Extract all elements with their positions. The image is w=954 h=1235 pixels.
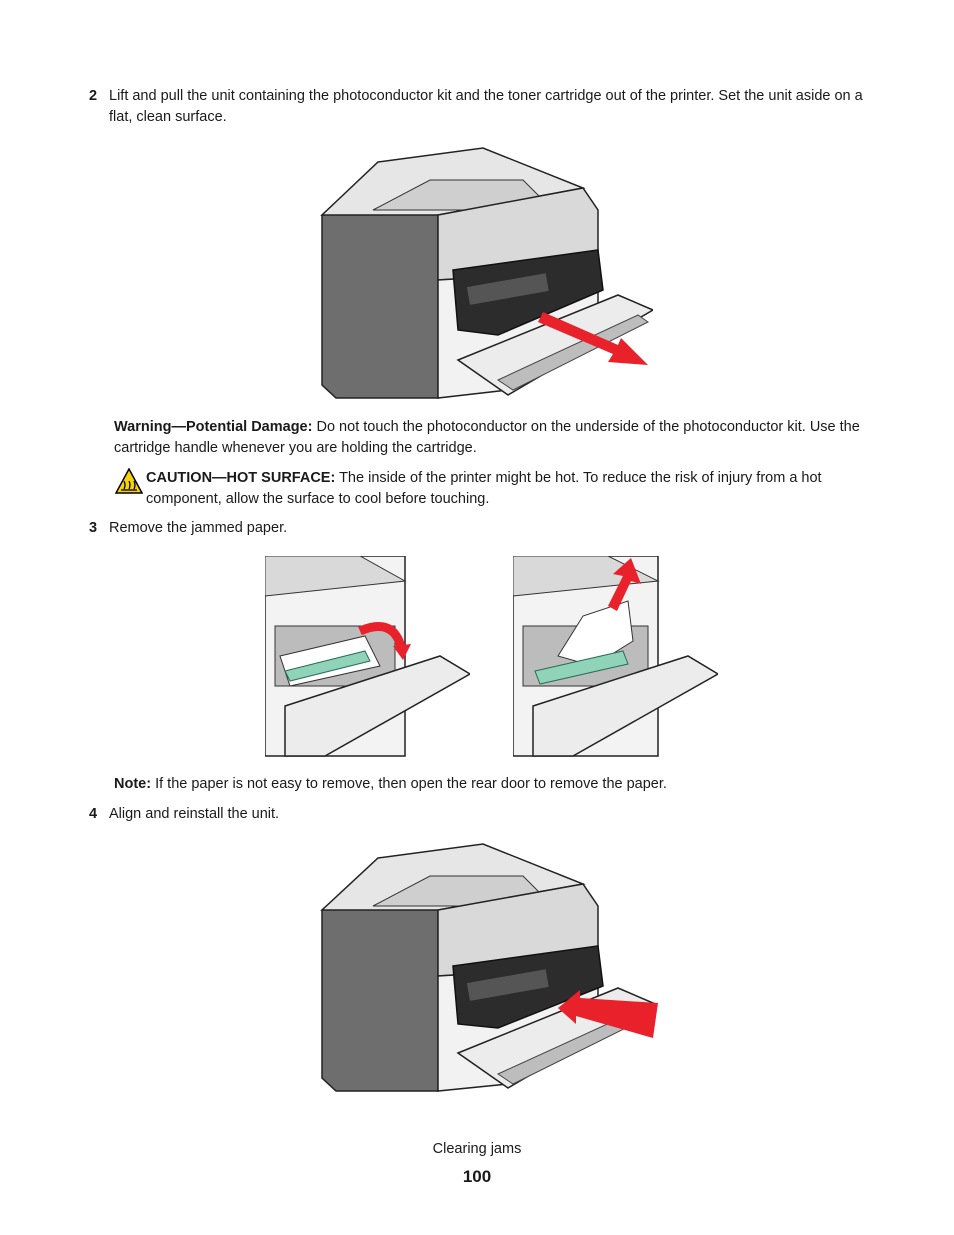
paper-jam-pull-illustration — [265, 556, 470, 757]
hot-surface-caution-icon — [115, 468, 143, 494]
step-3-number: 3 — [89, 520, 98, 536]
step-4-number: 4 — [89, 806, 98, 822]
warning-message: Warning—Potential Damage: Do not touch t… — [114, 417, 884, 458]
paper-jam-lift-illustration — [513, 556, 718, 757]
page-number: 100 — [462, 1167, 492, 1186]
note-label: Note: — [114, 776, 152, 792]
step-3-text: Remove the jammed paper. — [109, 520, 288, 536]
printer-remove-unit-illustration — [320, 147, 653, 399]
note-text: If the paper is not easy to remove, then… — [151, 776, 667, 792]
step-4-text: Align and reinstall the unit. — [109, 806, 280, 822]
caution-label: CAUTION—HOT SURFACE: — [146, 470, 336, 486]
caution-message: CAUTION—HOT SURFACE: The inside of the p… — [146, 468, 876, 509]
printer-reinstall-unit-illustration — [320, 843, 658, 1092]
step-2-number: 2 — [89, 88, 98, 104]
footer-section-title: Clearing jams — [432, 1141, 522, 1157]
step-2-text: Lift and pull the unit containing the ph… — [109, 88, 863, 125]
warning-text: Do not touch the photoconductor on the u… — [114, 419, 860, 456]
note-message: Note: If the paper is not easy to remove… — [114, 774, 884, 795]
warning-label: Warning—Potential Damage: — [114, 419, 313, 435]
caution-text: The inside of the printer might be hot. … — [146, 470, 822, 507]
